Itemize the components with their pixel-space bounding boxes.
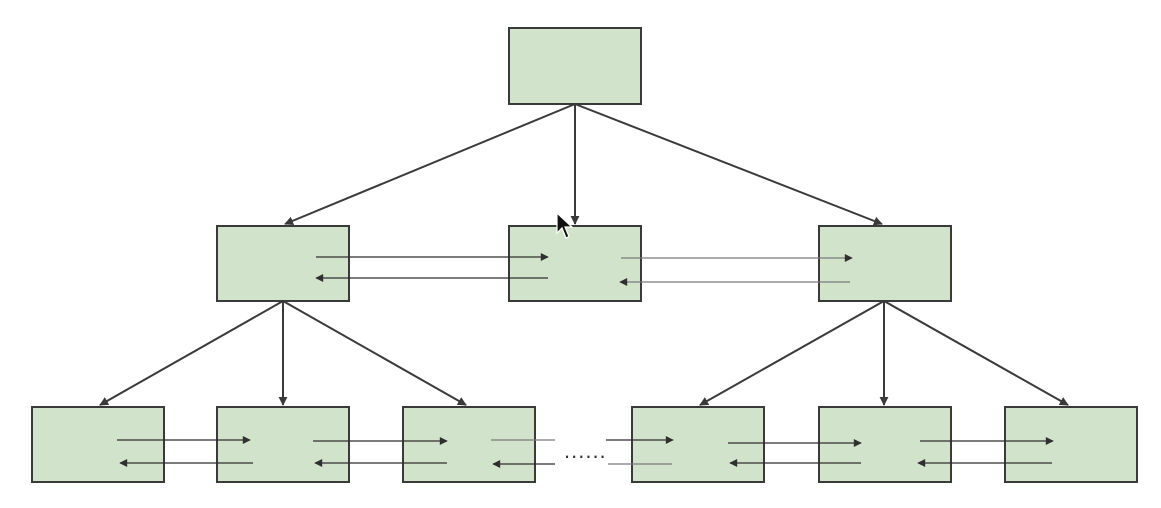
edge-mid-left-leaf-1 bbox=[99, 300, 284, 406]
edge-root-mid-right bbox=[574, 103, 883, 226]
edge-mid-right-leaf-6 bbox=[883, 300, 1069, 406]
cursor-icon bbox=[556, 211, 574, 239]
node-leaf-2 bbox=[216, 406, 350, 483]
node-root bbox=[508, 27, 642, 105]
sibling-links: ...... bbox=[117, 253, 1054, 468]
tree-nodes bbox=[31, 27, 1138, 483]
node-leaf-5 bbox=[818, 406, 952, 483]
node-leaf-4 bbox=[631, 406, 765, 483]
edge-mid-left-leaf-3 bbox=[282, 300, 467, 406]
node-leaf-3 bbox=[402, 406, 536, 483]
ellipsis-text: ...... bbox=[564, 438, 607, 463]
node-leaf-1 bbox=[31, 406, 165, 483]
node-mid-left bbox=[216, 225, 350, 302]
node-leaf-6 bbox=[1004, 406, 1138, 483]
edge-root-mid-left bbox=[284, 103, 576, 226]
edge-mid-right-leaf-4 bbox=[699, 300, 885, 406]
tree-edges bbox=[99, 103, 1069, 406]
node-mid-right bbox=[818, 225, 952, 302]
node-mid-center bbox=[508, 225, 642, 302]
